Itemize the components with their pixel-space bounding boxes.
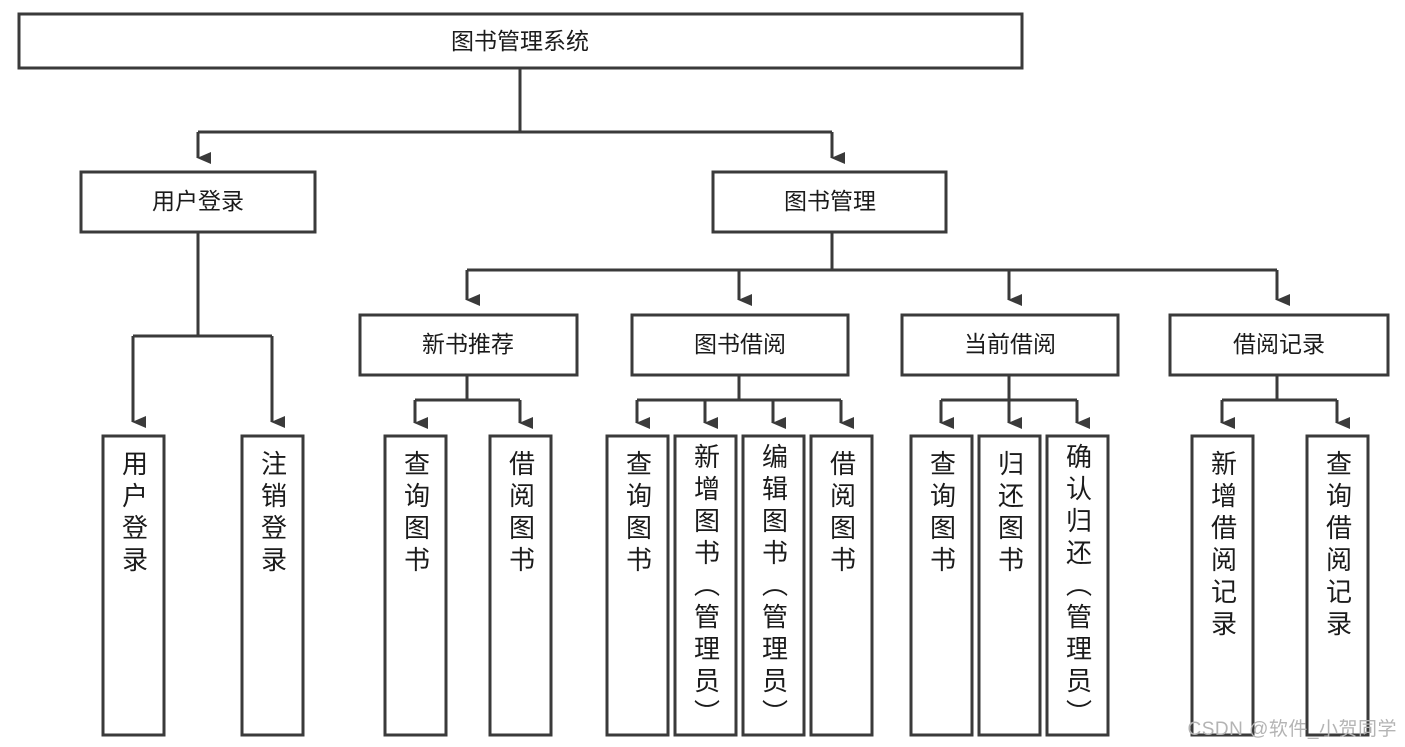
node-borrow-record-label: 借阅记录 xyxy=(1233,331,1325,357)
connector-borrow-record-to-leaves xyxy=(1220,375,1350,429)
leaf-node-new-book-query[interactable] xyxy=(383,434,448,737)
node-user-login-label: 用户登录 xyxy=(152,188,244,214)
node-new-book-recommend[interactable]: 新书推荐 xyxy=(358,313,579,377)
connector-current-borrow-to-leaves xyxy=(939,375,1090,429)
leaf-node-new-book-borrow[interactable] xyxy=(488,434,553,737)
node-current-borrow[interactable]: 当前借阅 xyxy=(900,313,1120,377)
connector-root-to-level2 xyxy=(196,68,845,164)
node-root-label: 图书管理系统 xyxy=(451,28,589,54)
node-borrow-record[interactable]: 借阅记录 xyxy=(1168,313,1390,377)
node-current-borrow-label: 当前借阅 xyxy=(964,331,1056,357)
node-book-management[interactable]: 图书管理 xyxy=(711,170,948,234)
leaf-node-current-confirm-return[interactable] xyxy=(1045,434,1110,737)
leaf-node-current-query[interactable] xyxy=(909,434,974,737)
leaf-node-borrow-borrow-book[interactable] xyxy=(809,434,874,737)
node-user-login[interactable]: 用户登录 xyxy=(79,170,317,234)
leaf-node-borrow-query[interactable] xyxy=(605,434,670,737)
node-book-borrow-label: 图书借阅 xyxy=(694,331,786,357)
leaf-node-user-login-login[interactable] xyxy=(101,434,166,737)
connector-book-mgmt-to-level3 xyxy=(465,232,1290,306)
connector-book-borrow-to-leaves xyxy=(635,375,854,429)
node-book-management-label: 图书管理 xyxy=(784,188,876,214)
leaf-node-user-login-logout[interactable] xyxy=(240,434,305,737)
leaf-node-record-add[interactable] xyxy=(1190,434,1255,737)
node-new-book-recommend-label: 新书推荐 xyxy=(422,331,514,357)
node-root-book-management-system[interactable]: 图书管理系统 xyxy=(17,12,1024,70)
connector-new-book-to-leaves xyxy=(413,375,533,429)
csdn-watermark: CSDN @软件_小贺同学 xyxy=(1187,719,1397,740)
leaf-node-borrow-add-book[interactable] xyxy=(673,434,738,737)
leaf-node-borrow-edit-book[interactable] xyxy=(741,434,806,737)
connector-user-login-to-leaves xyxy=(131,232,285,428)
leaf-node-current-return[interactable] xyxy=(977,434,1042,737)
node-book-borrow[interactable]: 图书借阅 xyxy=(630,313,850,377)
leaf-node-record-query[interactable] xyxy=(1305,434,1370,737)
